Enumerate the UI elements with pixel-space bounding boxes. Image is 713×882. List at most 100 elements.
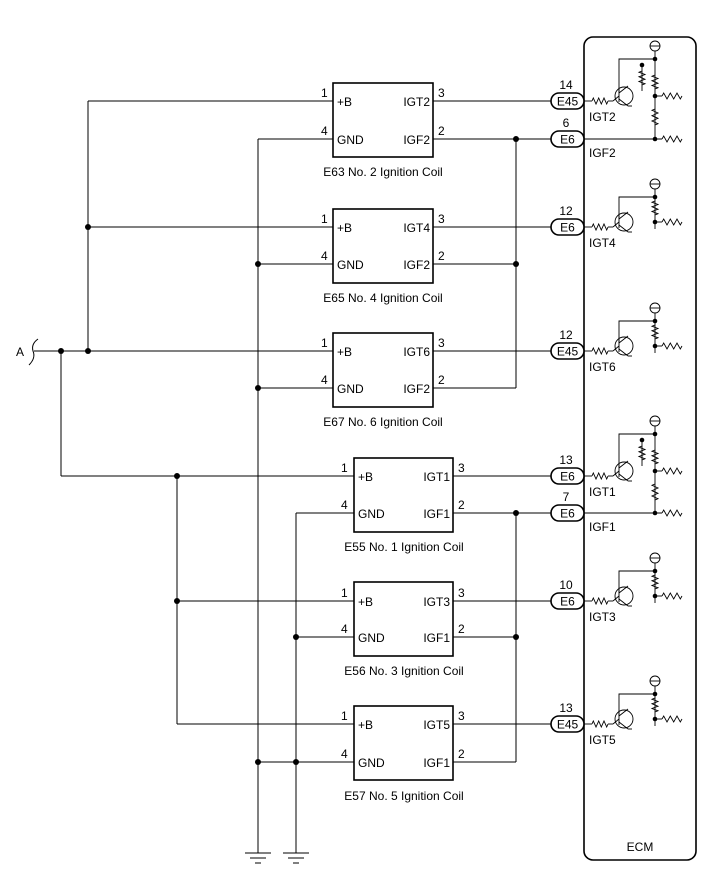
connector-pin: 6 (563, 116, 570, 130)
ground-symbol-2 (283, 852, 309, 864)
ecm-wire (618, 196, 655, 219)
junction-dot (652, 691, 658, 697)
coil-pin-igt: 3 (458, 709, 465, 723)
coil-pin-igf: 2 (438, 249, 445, 263)
coil-caption: E55 No. 1 Ignition Coil (344, 540, 463, 554)
transistor-icon (618, 585, 629, 594)
coil-label-gnd: GND (358, 756, 385, 770)
resistor (650, 200, 660, 216)
transistor-icon (614, 461, 634, 481)
connector-e6-pin13: E6 13 (550, 453, 585, 485)
transistor-icon (614, 709, 634, 729)
junction-dot (639, 437, 645, 443)
coil-label-igt: IGT6 (403, 345, 430, 359)
junction-dot (639, 62, 645, 68)
coil-label-igf: IGF1 (423, 507, 450, 521)
transistor-icon (612, 470, 620, 477)
connector-e6-pin7: E6 7 (550, 490, 585, 522)
transistor-icon (612, 345, 620, 352)
coil-pin-b: 1 (321, 212, 328, 226)
connector-name: E45 (557, 345, 579, 359)
resistor (591, 471, 609, 481)
source-label: A (16, 345, 24, 359)
coil-e56: 1 4 3 2 +B GND IGT3 IGF1 E56 No. 3 Ignit… (341, 581, 465, 678)
coil-label-b: +B (337, 95, 352, 109)
coil-label-b: +B (337, 345, 352, 359)
transistor-icon (618, 211, 629, 220)
coil-pin-gnd: 4 (341, 498, 348, 512)
resistor (650, 108, 660, 126)
coil-pin-igf: 2 (438, 373, 445, 387)
coil-pin-gnd: 4 (321, 373, 328, 387)
coil-caption: E65 No. 4 Ignition Coil (323, 291, 442, 305)
resistor (637, 445, 647, 461)
transistor-icon (618, 85, 629, 94)
resistor (591, 96, 609, 106)
resistor (591, 719, 609, 729)
coil-label-b: +B (358, 470, 373, 484)
coil-pin-b: 1 (341, 461, 348, 475)
connector-name: E6 (560, 470, 575, 484)
transistor-icon (618, 348, 629, 357)
coil-label-igf: IGF2 (403, 133, 430, 147)
ecm-wire (618, 320, 655, 343)
ecm-wire (618, 433, 655, 468)
coil-caption: E63 No. 2 Ignition Coil (323, 165, 442, 179)
resistor (661, 509, 683, 517)
coil-pin-igf: 2 (458, 622, 465, 636)
ecm-label: ECM (627, 840, 654, 854)
resistor (661, 467, 683, 475)
resistor (591, 222, 609, 232)
junction-dot (652, 56, 658, 62)
resistor (650, 74, 660, 90)
junction-dot (652, 194, 658, 200)
coil-label-igt: IGT4 (403, 221, 430, 235)
coil-label-igf: IGF2 (403, 258, 430, 272)
coil-label-igf: IGF1 (423, 631, 450, 645)
coil-pin-gnd: 4 (321, 249, 328, 263)
coil-label-gnd: GND (358, 631, 385, 645)
connector-e45-pin12: E45 12 (550, 328, 585, 360)
ecm-signal-label: IGT1 (589, 485, 616, 499)
connector-name: E6 (560, 133, 575, 147)
ground-symbol-1 (245, 852, 271, 864)
ecm-box (583, 36, 697, 861)
resistor (650, 449, 660, 465)
coil-pin-igt: 3 (438, 86, 445, 100)
resistor (661, 218, 683, 226)
resistor (650, 697, 660, 713)
connector-e45-pin14: E45 14 (550, 78, 585, 110)
junction-dot (652, 431, 658, 437)
coil-label-gnd: GND (358, 507, 385, 521)
connector-name: E45 (557, 95, 579, 109)
coil-pin-igf: 2 (438, 124, 445, 138)
transistor-icon (618, 598, 629, 607)
coil-pin-b: 1 (341, 586, 348, 600)
ecm-signal-label: IGF1 (589, 520, 616, 534)
resistor (650, 483, 660, 501)
connector-name: E45 (557, 718, 579, 732)
ecm-wire (618, 58, 655, 93)
coil-label-gnd: GND (337, 133, 364, 147)
coil-e65: 1 4 3 2 +B GND IGT4 IGF2 E65 No. 4 Ignit… (321, 208, 445, 305)
resistor (661, 135, 683, 143)
connector-pin: 13 (559, 453, 573, 467)
connector-e45-pin13: E45 13 (550, 701, 585, 733)
resistor (661, 715, 683, 723)
coil-label-b: +B (358, 595, 373, 609)
connector-pin: 12 (559, 204, 573, 218)
transistor-icon (614, 336, 634, 356)
coil-label-gnd: GND (337, 258, 364, 272)
coil-label-gnd: GND (337, 382, 364, 396)
transistor-icon (614, 586, 634, 606)
transistor-icon (612, 595, 620, 602)
coil-caption: E57 No. 5 Ignition Coil (344, 789, 463, 803)
coil-label-igt: IGT1 (423, 470, 450, 484)
transistor-icon (618, 98, 629, 107)
transistor-icon (612, 95, 620, 102)
transistor-icon (618, 473, 629, 482)
connector-pin: 7 (563, 490, 570, 504)
transistor-icon (618, 335, 629, 344)
coil-pin-b: 1 (321, 86, 328, 100)
